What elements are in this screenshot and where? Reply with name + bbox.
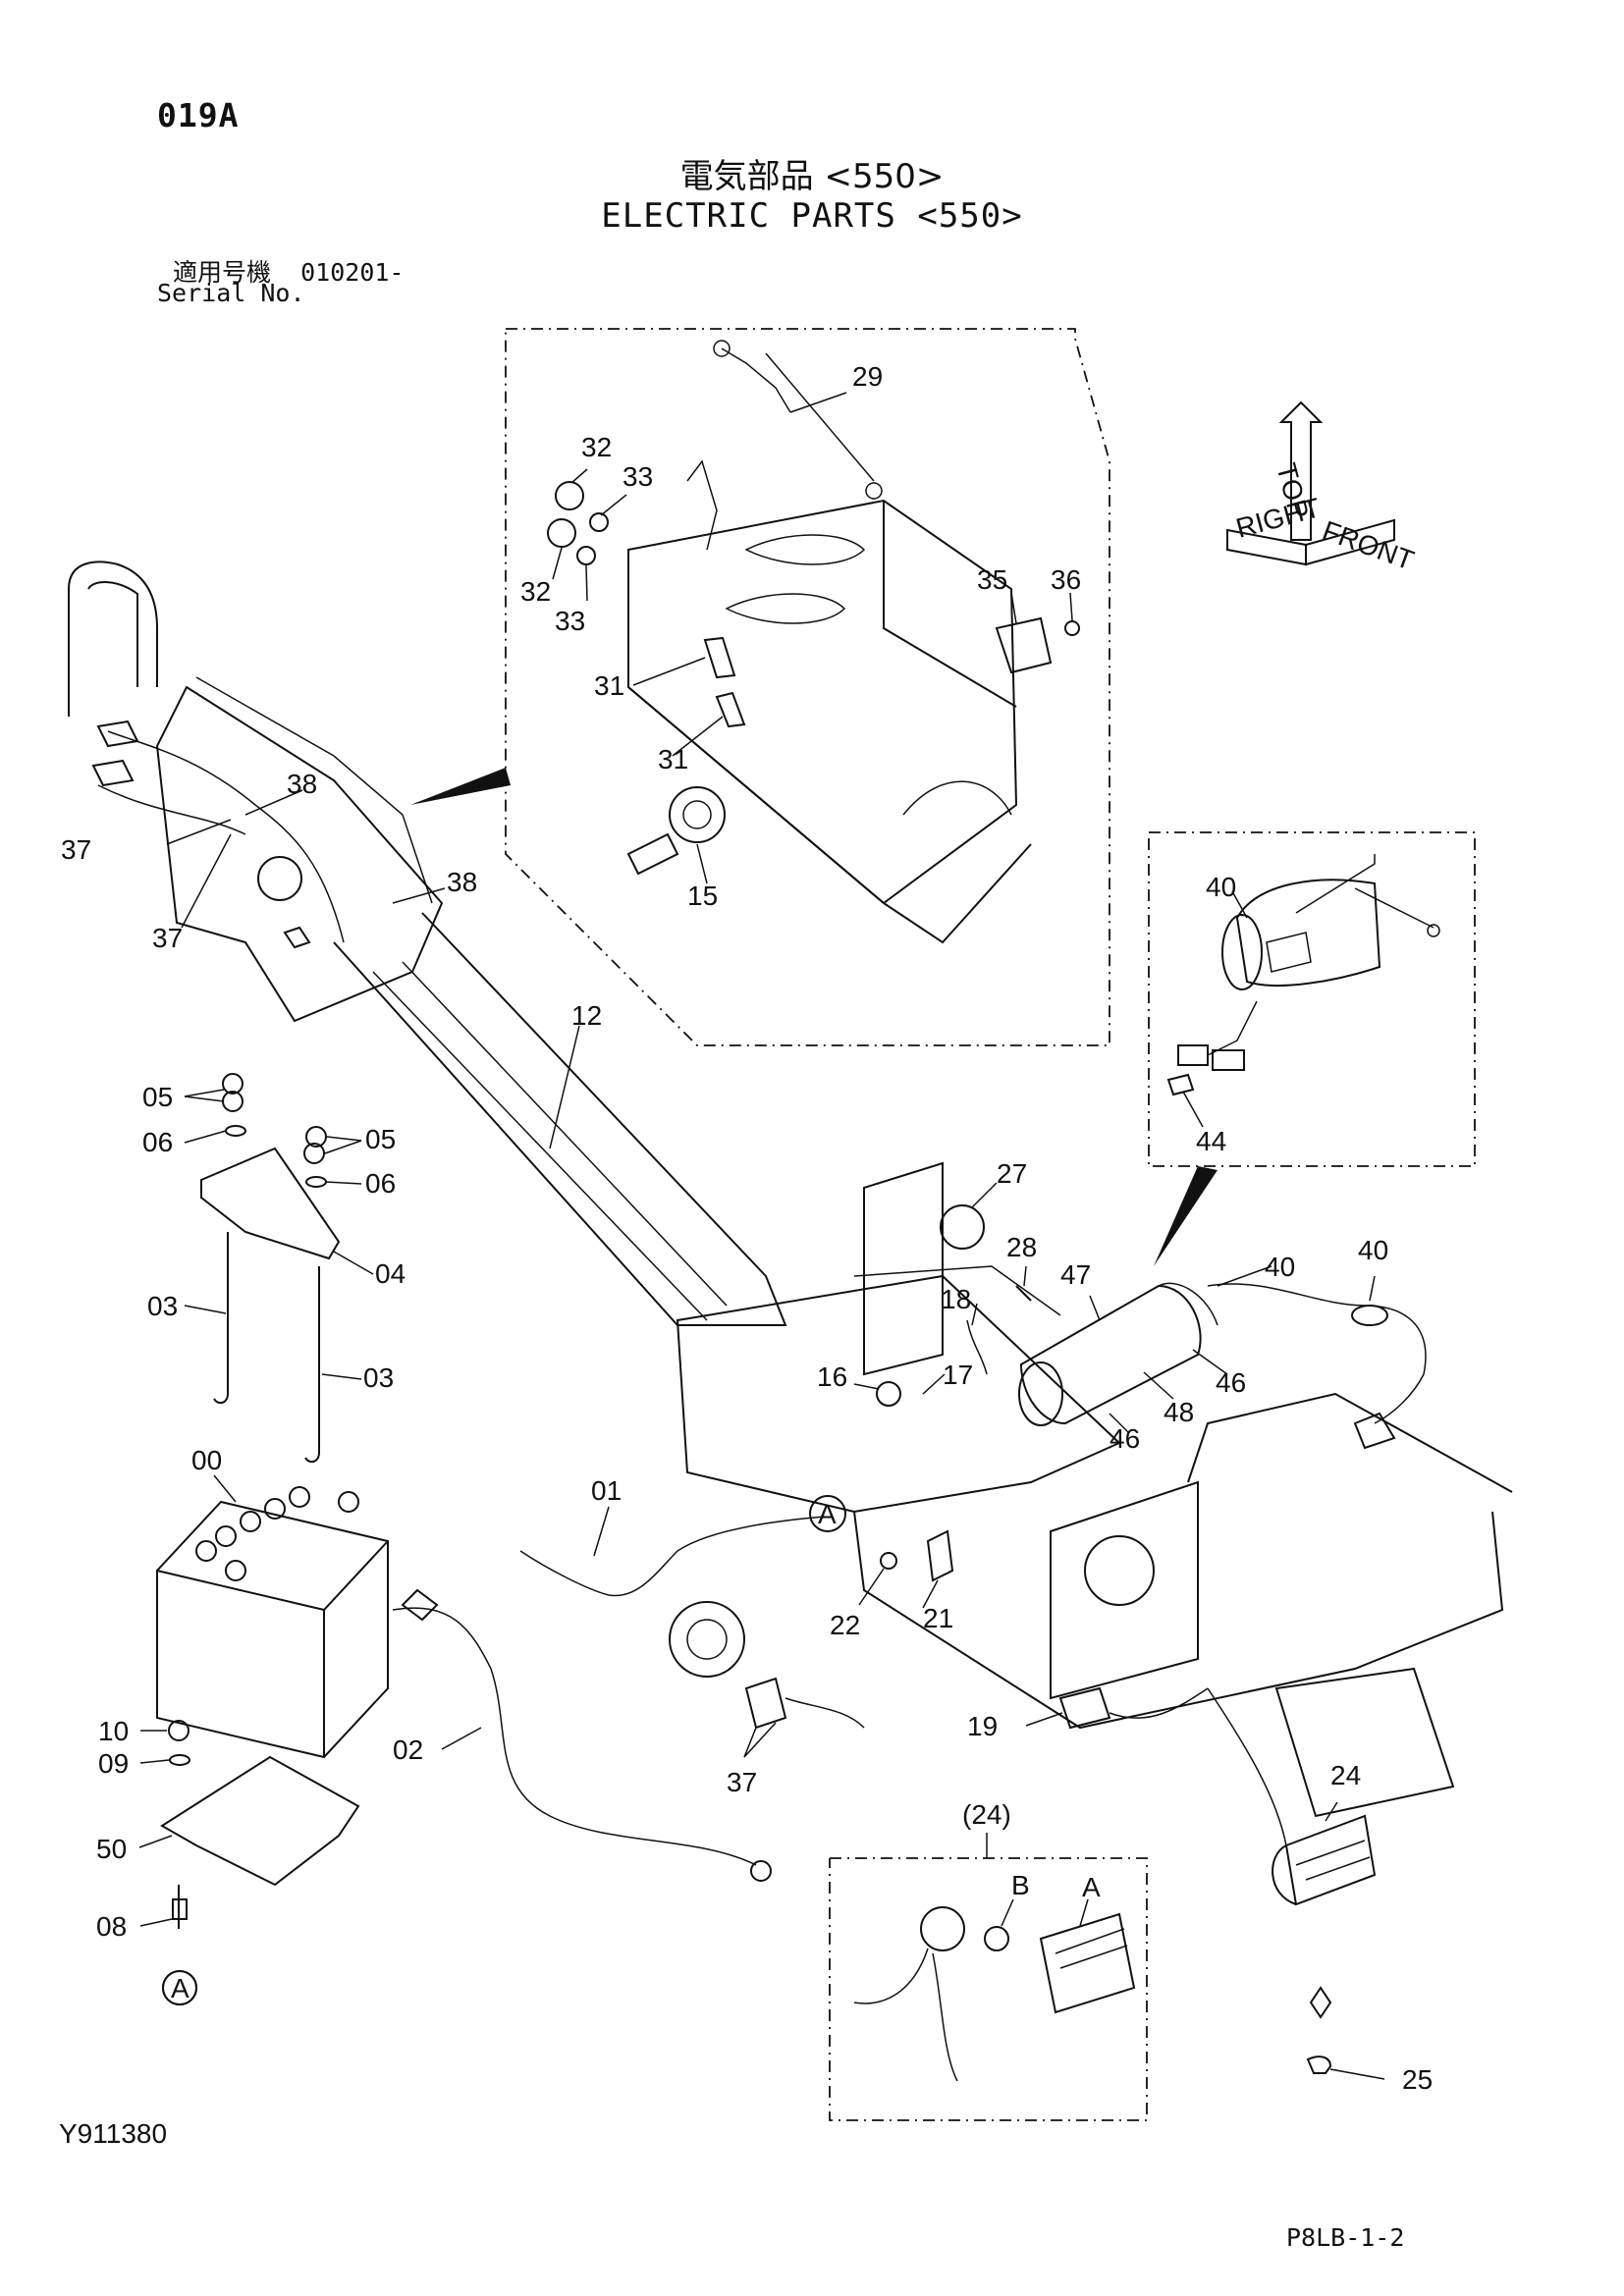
callout-44: 44 <box>1196 1126 1226 1156</box>
callout-16: 16 <box>817 1362 847 1392</box>
callout-24-detail: (24) <box>962 1799 1011 1830</box>
callout-50: 50 <box>96 1834 127 1864</box>
battery-assembly <box>138 1474 826 2005</box>
callout-28: 28 <box>1006 1232 1037 1262</box>
callout-27: 27 <box>997 1158 1027 1189</box>
callout-46-lower: 46 <box>1110 1423 1140 1454</box>
page-title-english: ELECTRIC PARTS <550> <box>601 196 1023 236</box>
callout-12: 12 <box>571 1000 602 1031</box>
callout-00: 00 <box>191 1445 222 1475</box>
callout-37-left: 37 <box>61 834 91 865</box>
callout-19: 19 <box>967 1711 998 1741</box>
orientation-front-label: FRONT <box>1319 515 1418 576</box>
callout-reference-a-frame: A <box>818 1499 837 1529</box>
catalog-section-code: 019A <box>157 96 240 134</box>
callout-40-right: 40 <box>1358 1235 1388 1265</box>
reference-marker-circle <box>162 1970 197 2005</box>
callout-03-right: 03 <box>363 1362 394 1393</box>
handlebar-assembly <box>68 561 787 1326</box>
callout-29: 29 <box>852 361 883 392</box>
callout-40-middle: 40 <box>1265 1252 1295 1282</box>
callout-a-lamp: A <box>1082 1872 1101 1902</box>
callout-31-upper: 31 <box>594 670 624 701</box>
callout-b: B <box>1011 1870 1030 1900</box>
callout-33-lower: 33 <box>555 606 585 636</box>
callout-31-lower: 31 <box>658 744 688 774</box>
machine-frame <box>669 1161 1513 2080</box>
serial-label-english: Serial No. <box>157 279 305 307</box>
callout-37-lower-left: 37 <box>152 923 183 953</box>
control-box-detail-inset <box>410 328 1110 1046</box>
battery-bracket-assembly <box>184 1073 374 1464</box>
page-reference-code: P8LB-1-2 <box>1286 2223 1405 2252</box>
work-lamp-detail-inset <box>829 1833 1148 2121</box>
callout-17: 17 <box>943 1360 973 1390</box>
callout-33-upper: 33 <box>623 461 653 492</box>
callout-22: 22 <box>830 1610 860 1640</box>
callout-38-lower: 38 <box>447 867 477 897</box>
callout-04: 04 <box>375 1258 406 1289</box>
callout-01: 01 <box>591 1475 622 1506</box>
callout-05-left: 05 <box>142 1082 173 1112</box>
callout-40-inset: 40 <box>1206 872 1236 902</box>
callout-25: 25 <box>1402 2064 1433 2095</box>
callout-10: 10 <box>98 1716 129 1746</box>
drawing-number: Y911380 <box>59 2118 168 2149</box>
callout-24: 24 <box>1330 1760 1361 1790</box>
orientation-right-label: RIGHT <box>1233 492 1324 543</box>
callout-09: 09 <box>98 1748 129 1779</box>
callout-32-upper: 32 <box>581 432 612 462</box>
callout-06-left: 06 <box>142 1127 173 1157</box>
callout-03-left: 03 <box>147 1291 178 1321</box>
callout-reference-a-battery: A <box>171 1973 189 2003</box>
callout-46-right: 46 <box>1216 1367 1246 1398</box>
callout-35: 35 <box>977 564 1007 595</box>
callout-37-bottom: 37 <box>727 1767 757 1797</box>
lamp-detail-inset <box>1148 831 1476 1266</box>
callout-48: 48 <box>1164 1397 1194 1427</box>
serial-label-japanese: 適用号機 <box>173 258 272 287</box>
callout-32-lower: 32 <box>520 576 551 607</box>
callout-02: 02 <box>393 1735 423 1765</box>
callout-47: 47 <box>1060 1259 1091 1290</box>
callout-labels: 29 32 33 32 33 35 36 31 31 15 38 37 37 3… <box>61 361 1433 2095</box>
callout-38-upper: 38 <box>287 769 317 799</box>
callout-21: 21 <box>923 1603 953 1633</box>
callout-36: 36 <box>1051 564 1081 595</box>
page-title-japanese: 電気部品 <550> <box>679 157 945 196</box>
callout-15: 15 <box>687 881 718 911</box>
orientation-indicator: TOP RIGHT FRONT <box>1226 400 1418 576</box>
callout-18: 18 <box>941 1284 971 1314</box>
serial-number-value: 010201- <box>300 258 405 287</box>
serial-number-line: 適用号機 010201- <box>173 253 404 289</box>
callout-06-right: 06 <box>365 1168 396 1199</box>
callout-05-right: 05 <box>365 1124 396 1154</box>
callout-08: 08 <box>96 1911 127 1942</box>
